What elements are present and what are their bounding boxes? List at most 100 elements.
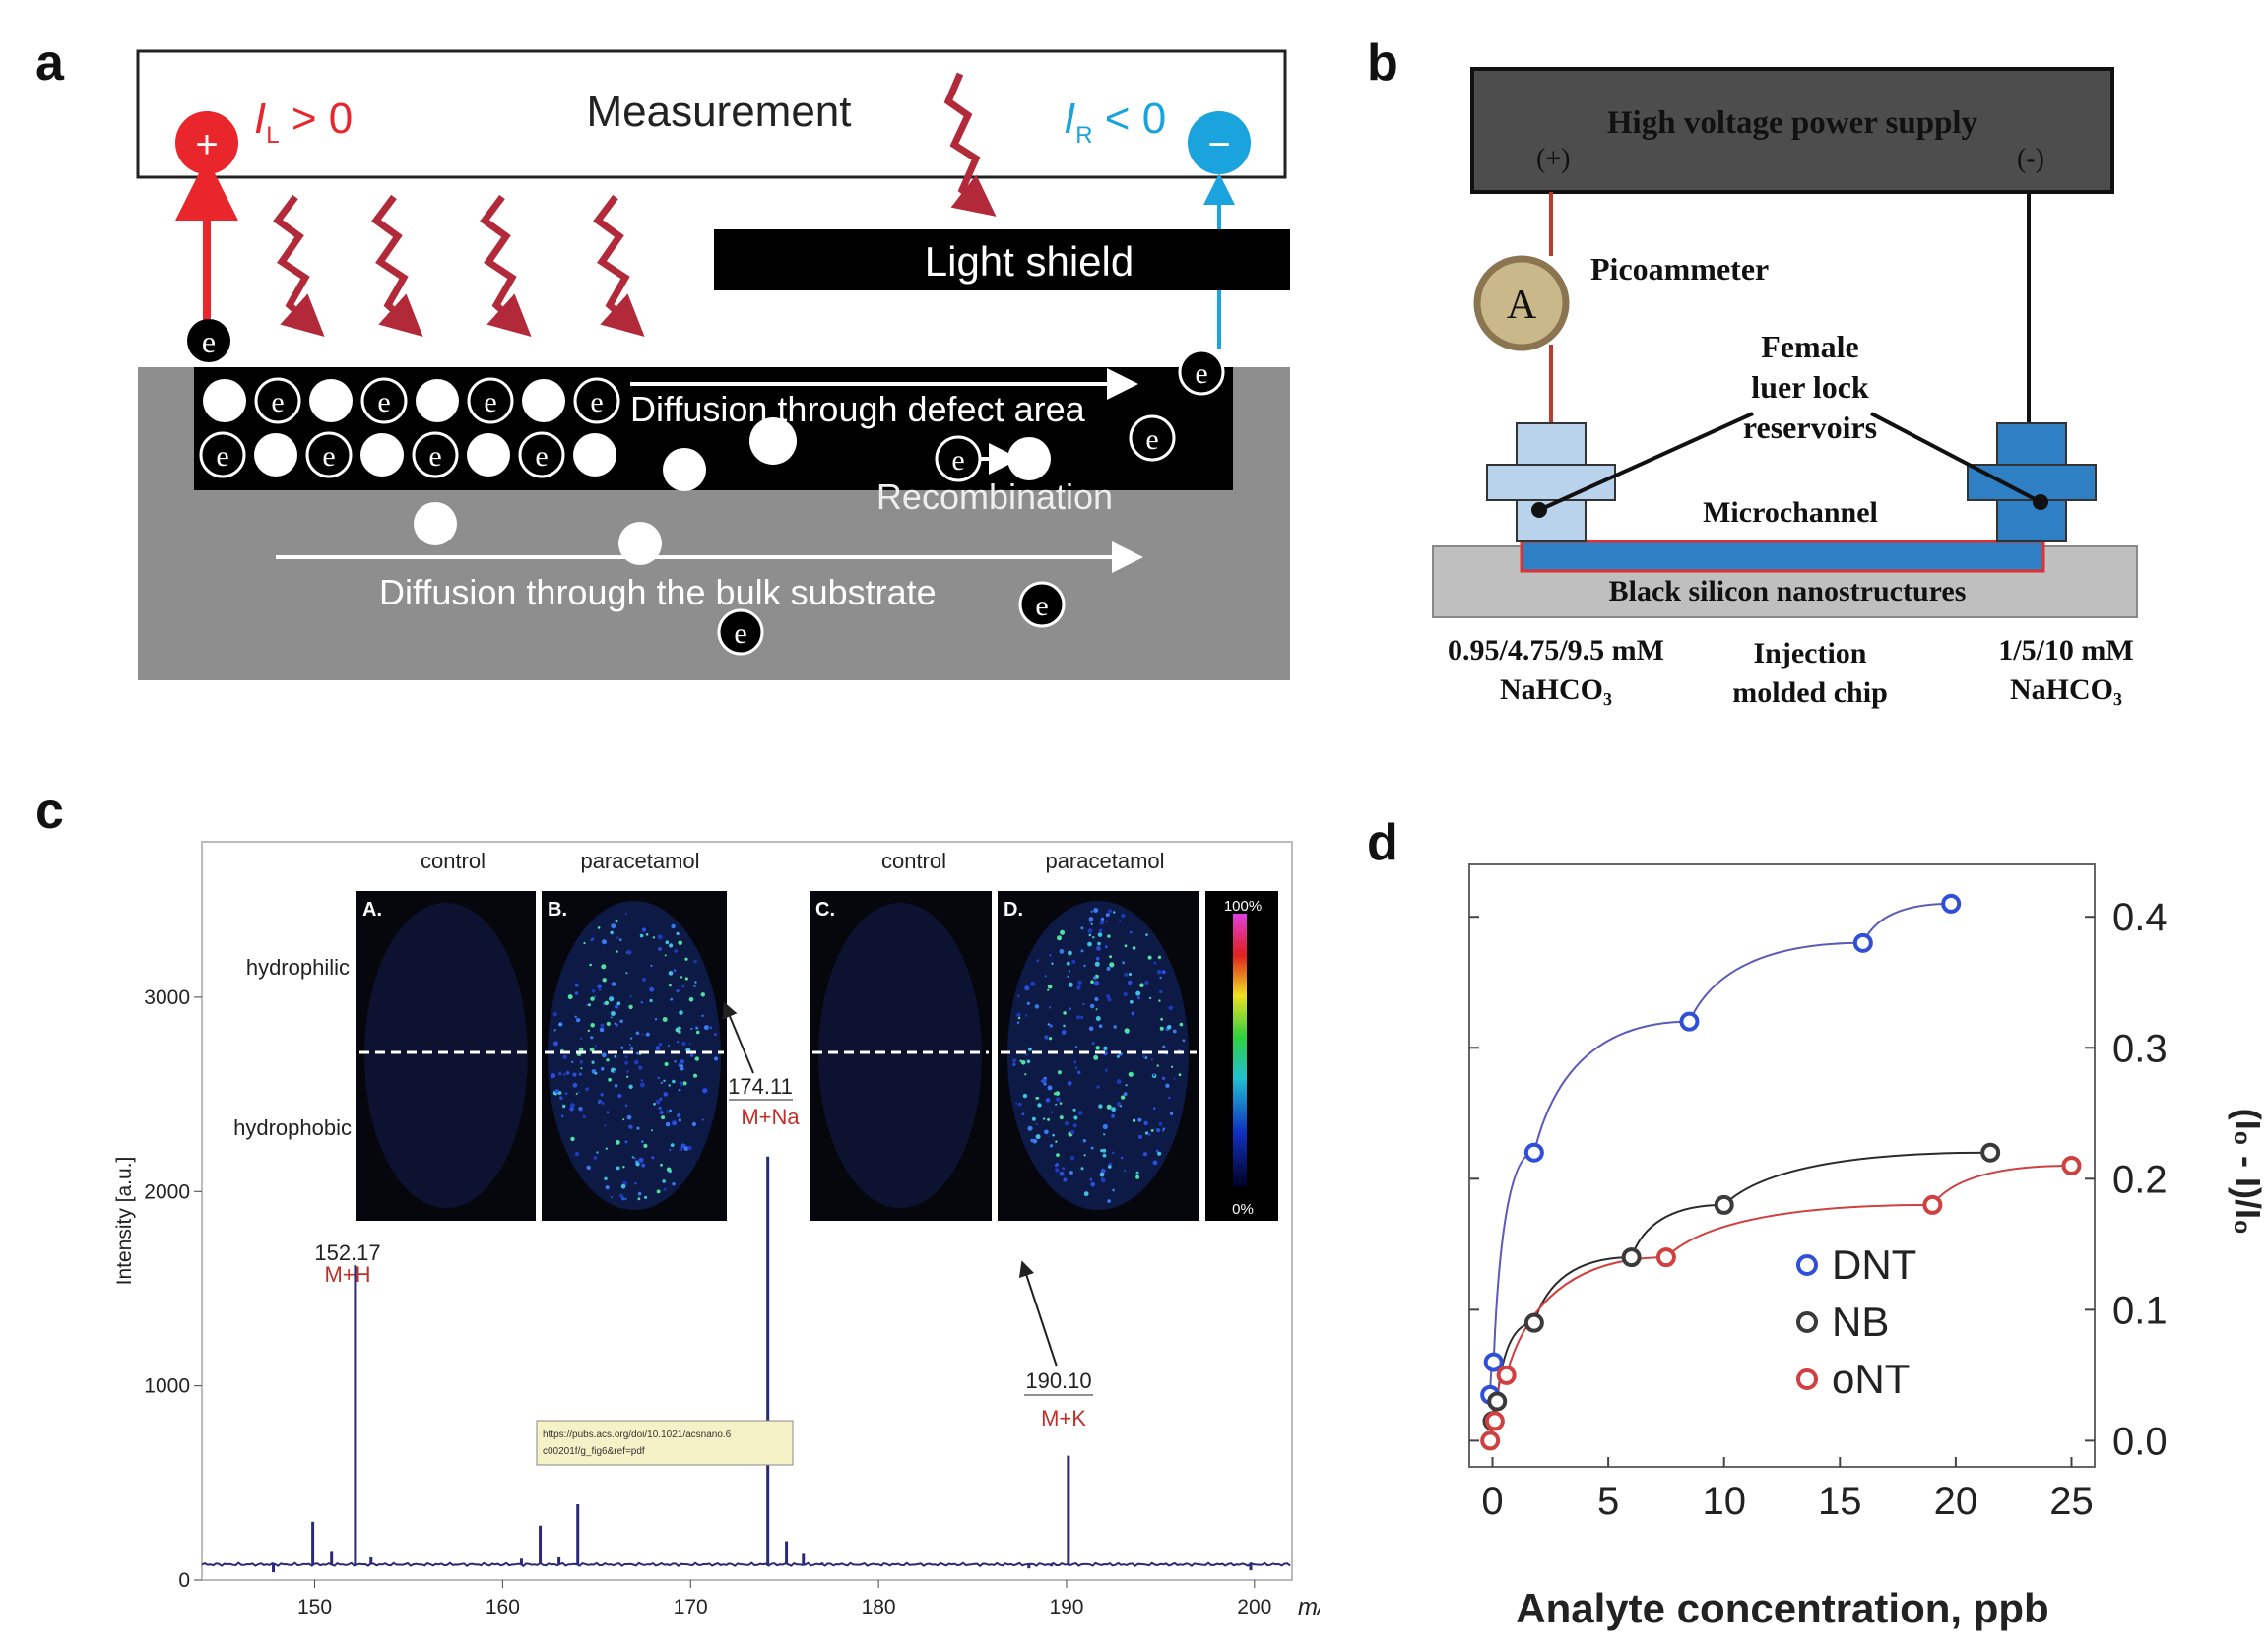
recombination-label: Recombination xyxy=(876,477,1113,517)
intensity-pixel xyxy=(597,926,601,929)
intensity-pixel xyxy=(562,1054,567,1060)
intensity-pixel xyxy=(624,1104,628,1107)
intensity-pixel xyxy=(1032,1138,1038,1144)
intensity-pixel xyxy=(625,972,628,975)
intensity-pixel xyxy=(680,1143,686,1149)
svg-text:e: e xyxy=(1145,423,1158,456)
intensity-pixel xyxy=(614,1054,617,1058)
intensity-pixel xyxy=(670,1143,675,1147)
url-note xyxy=(536,1420,794,1466)
intensity-pixel xyxy=(1100,1177,1106,1183)
intensity-pixel xyxy=(701,1014,704,1017)
intensity-pixel xyxy=(562,1073,566,1076)
intensity-pixel xyxy=(649,998,653,1003)
intensity-pixel xyxy=(1178,1073,1182,1077)
ammeter xyxy=(1473,255,1570,351)
intensity-pixel xyxy=(614,1022,616,1025)
data-point-ont xyxy=(1496,1365,1517,1385)
intensity-pixel xyxy=(1129,999,1134,1004)
intensity-pixel xyxy=(1083,1191,1089,1197)
intensity-pixel xyxy=(1106,1104,1112,1110)
intensity-pixel xyxy=(1124,1028,1130,1034)
peak-ion-190: M+K xyxy=(1041,1406,1086,1430)
col-header-paracetamol-2: paracetamol xyxy=(1045,849,1164,873)
intensity-pixel xyxy=(1155,1149,1159,1153)
intensity-pixel xyxy=(1161,1129,1165,1132)
intensity-pixel xyxy=(653,1102,656,1106)
data-point-ont xyxy=(2061,1156,2082,1175)
intensity-pixel xyxy=(1059,1171,1065,1176)
intensity-pixel xyxy=(574,991,579,995)
panel-a-diagram: Measurement IL > 0 IR < 0 + − Light shie… xyxy=(136,49,1290,680)
intensity-pixel xyxy=(610,1011,616,1016)
intensity-pixel xyxy=(1069,1155,1075,1161)
intensity-pixel xyxy=(629,1047,634,1050)
intensity-pixel xyxy=(564,1092,568,1096)
url-note-line-1: https://pubs.acs.org/doi/10.1021/acsnano… xyxy=(543,1430,732,1440)
intensity-pixel xyxy=(585,1087,589,1092)
legend-marker-ont xyxy=(1796,1368,1818,1390)
intensity-pixel xyxy=(559,1096,563,1100)
intensity-pixel xyxy=(1162,1127,1166,1130)
svg-text:e: e xyxy=(484,386,496,418)
intensity-pixel xyxy=(616,936,619,939)
intensity-pixel xyxy=(1068,982,1073,987)
intensity-pixel xyxy=(575,1092,578,1095)
intensity-pixel xyxy=(659,1110,664,1115)
intensity-pixel xyxy=(574,1151,580,1157)
image-letter-c: C. xyxy=(815,899,835,921)
panel-b: b High voltage power supply (+) (-) A Pi… xyxy=(1339,0,2268,729)
intensity-pixel xyxy=(593,1156,598,1160)
intensity-pixel xyxy=(631,1156,634,1159)
intensity-pixel xyxy=(572,1082,578,1088)
minus-sign: − xyxy=(1207,123,1230,166)
intensity-pixel xyxy=(1080,926,1084,930)
intensity-pixel xyxy=(690,1027,693,1030)
intensity-pixel xyxy=(1103,1133,1106,1136)
intensity-pixel xyxy=(604,1176,608,1180)
intensity-pixel xyxy=(1035,1096,1039,1100)
power-supply-label: High voltage power supply xyxy=(1607,105,1978,141)
intensity-pixel xyxy=(1049,1144,1054,1148)
intensity-pixel xyxy=(678,1063,682,1068)
minus-electrode xyxy=(1188,111,1251,174)
intensity-pixel xyxy=(701,1118,704,1121)
intensity-pixel xyxy=(1139,983,1144,987)
intensity-pixel xyxy=(553,1029,556,1032)
x-tick-label: 20 xyxy=(1934,1480,1978,1523)
svg-text:e: e xyxy=(734,617,746,650)
intensity-pixel xyxy=(602,978,607,983)
intensity-pixel xyxy=(602,939,607,945)
intensity-pixel xyxy=(1158,999,1161,1002)
light-wave xyxy=(943,72,997,217)
intensity-pixel xyxy=(640,1079,644,1082)
intensity-pixel xyxy=(1063,1177,1068,1182)
intensity-pixel xyxy=(1166,1025,1172,1030)
intensity-pixel xyxy=(661,1115,666,1120)
intensity-pixel xyxy=(598,987,602,991)
intensity-pixel xyxy=(1093,1054,1099,1060)
intensity-pixel xyxy=(1142,1152,1147,1157)
intensity-pixel xyxy=(1080,949,1084,953)
light-wave xyxy=(593,194,645,338)
data-point-dnt xyxy=(1523,1142,1544,1163)
intensity-pixel xyxy=(657,934,663,940)
intensity-pixel xyxy=(668,1084,671,1087)
intensity-pixel xyxy=(680,976,683,979)
intensity-pixel xyxy=(1137,1117,1142,1122)
intensity-pixel xyxy=(1171,1065,1174,1068)
data-point-dnt xyxy=(1483,1352,1504,1372)
intensity-pixel xyxy=(1089,1003,1095,1009)
intensity-pixel xyxy=(591,1060,595,1064)
intensity-pixel xyxy=(1080,1015,1084,1020)
intensity-pixel xyxy=(634,1182,637,1185)
intensity-pixel xyxy=(552,1041,558,1047)
intensity-pixel xyxy=(1102,1123,1108,1130)
intensity-pixel xyxy=(621,1196,625,1201)
intensity-pixel xyxy=(624,912,627,916)
intensity-pixel xyxy=(1100,1168,1106,1174)
intensity-pixel xyxy=(662,1017,668,1022)
intensity-pixel xyxy=(624,1061,628,1065)
intensity-pixel xyxy=(1092,936,1095,939)
intensity-pixel xyxy=(641,1163,646,1168)
